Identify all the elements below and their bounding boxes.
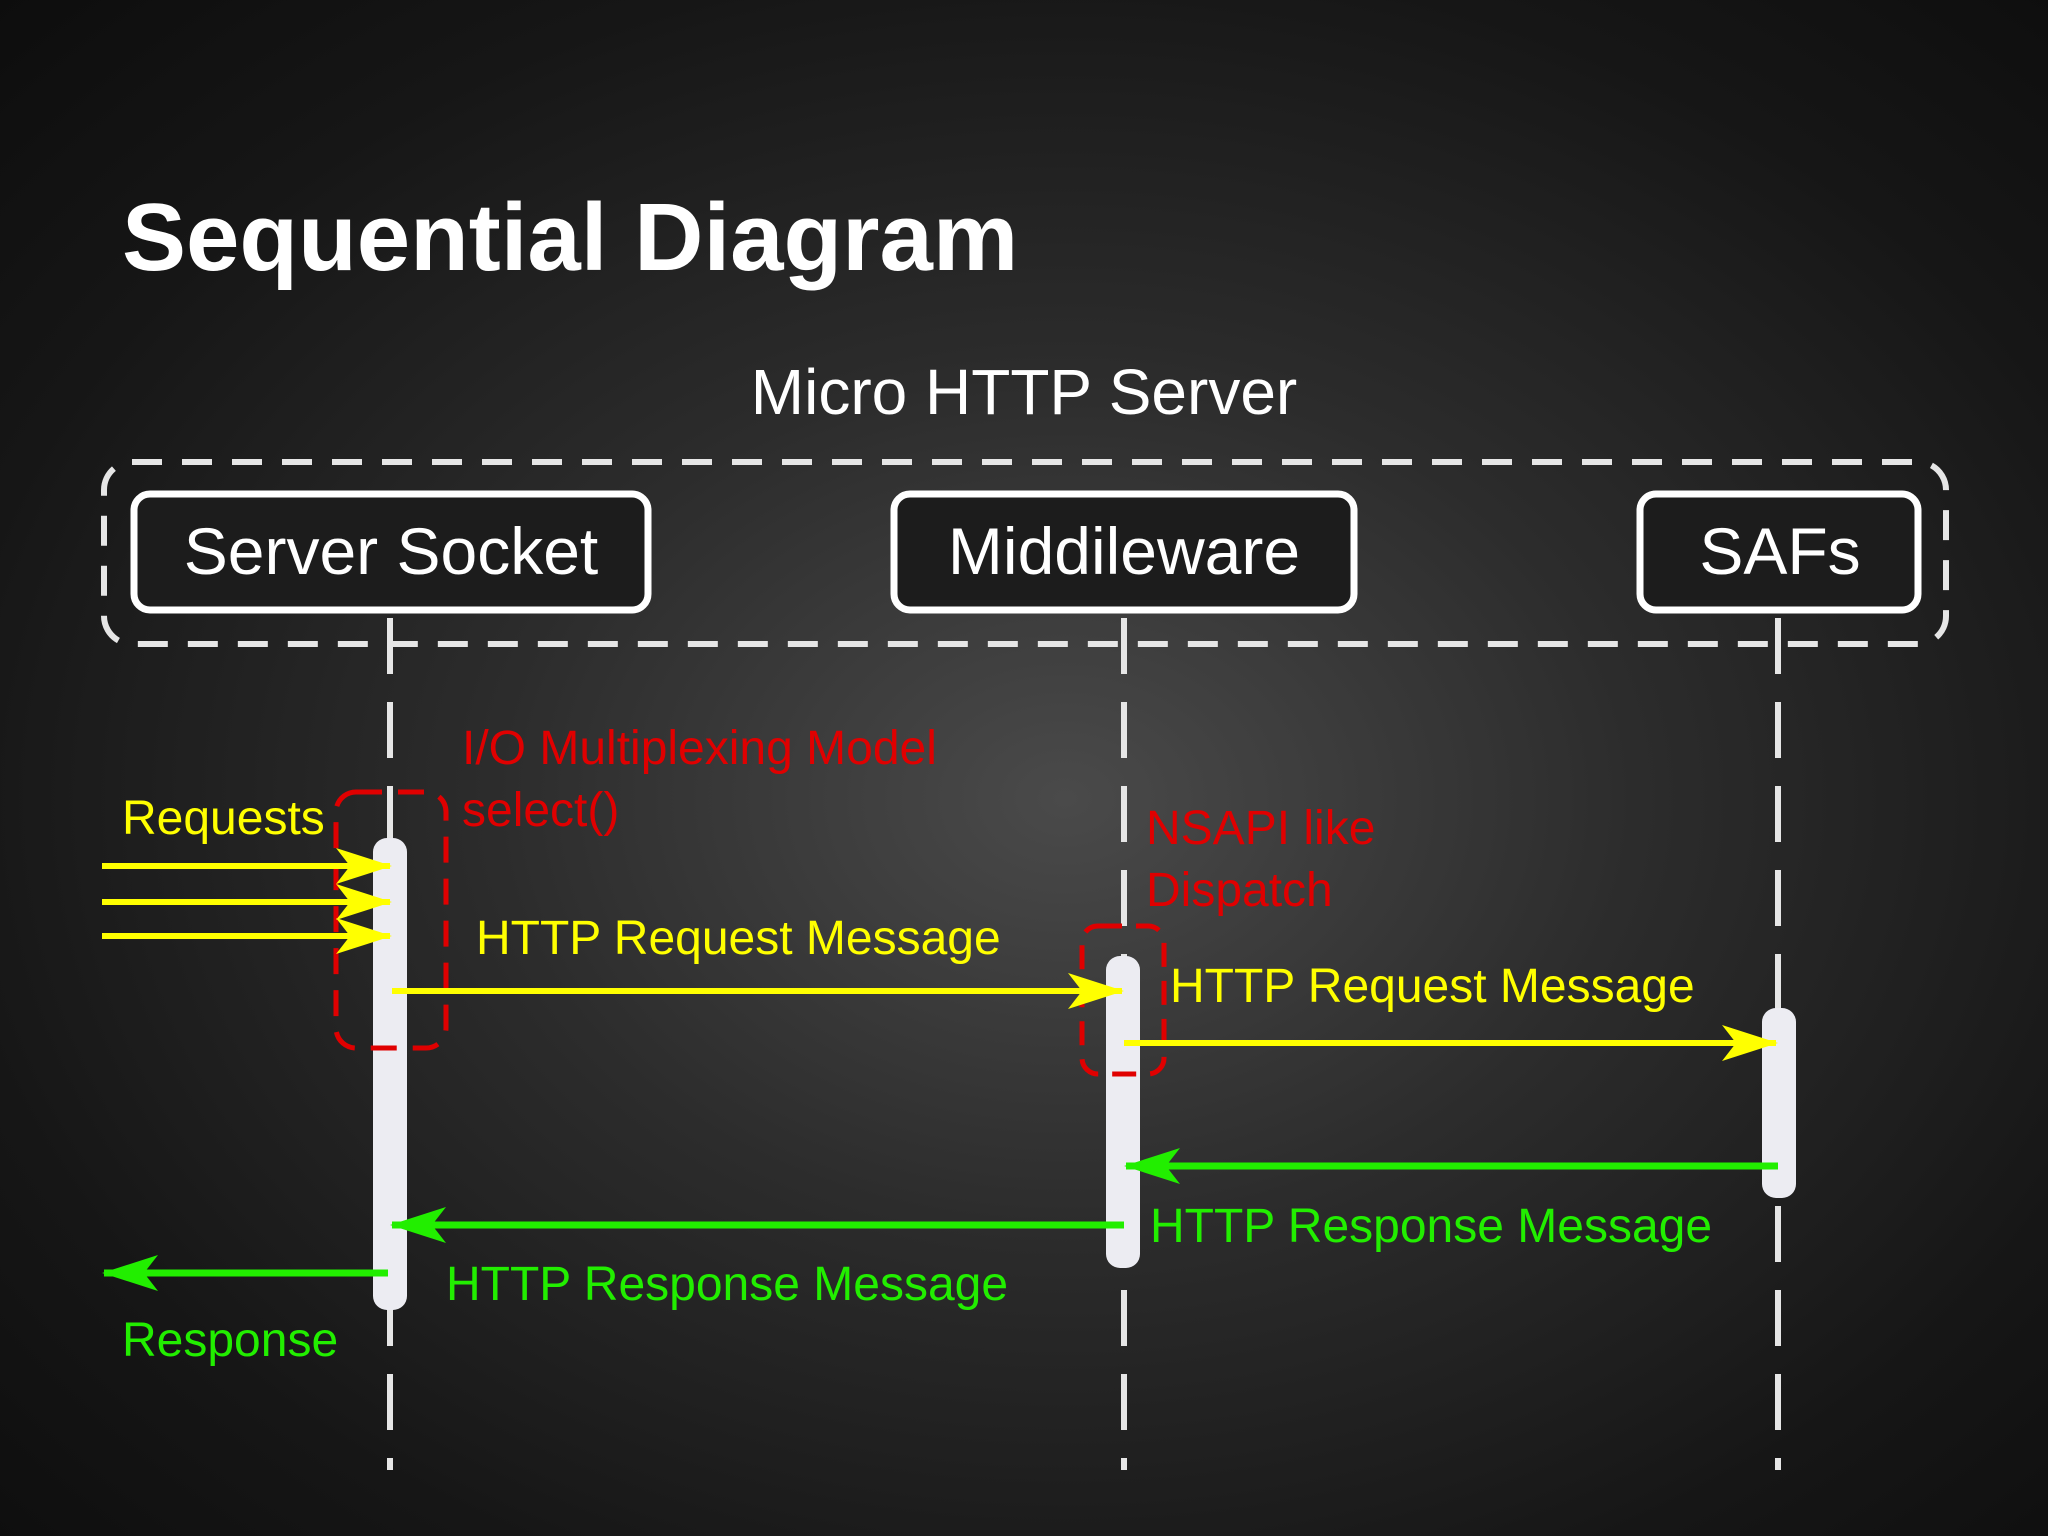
participant-middleware: Middileware: [890, 490, 1358, 614]
http-response-label-2: HTTP Response Message: [446, 1258, 1008, 1311]
http-request-label-1: HTTP Request Message: [476, 912, 1001, 965]
io-model-note-line2: select(): [462, 784, 619, 837]
activation-middleware: [1106, 956, 1140, 1268]
response-label: Response: [122, 1314, 338, 1367]
participant-label: Middileware: [948, 514, 1300, 588]
group-label: Micro HTTP Server: [751, 356, 1297, 428]
nsapi-note-line2: Dispatch: [1146, 864, 1333, 917]
participant-server-socket: Server Socket: [130, 490, 652, 614]
activation-server-socket: [373, 838, 407, 1310]
nsapi-note-line1: NSAPI like: [1146, 802, 1375, 855]
participant-label: Server Socket: [184, 514, 599, 588]
participant-label: SAFs: [1699, 514, 1860, 588]
slide-title: Sequential Diagram: [122, 184, 1018, 291]
http-response-label-1: HTTP Response Message: [1150, 1200, 1712, 1253]
participant-safs: SAFs: [1636, 490, 1922, 614]
io-model-note-line1: I/O Multiplexing Model: [462, 722, 937, 775]
http-request-label-2: HTTP Request Message: [1170, 960, 1695, 1013]
requests-label: Requests: [122, 792, 325, 845]
